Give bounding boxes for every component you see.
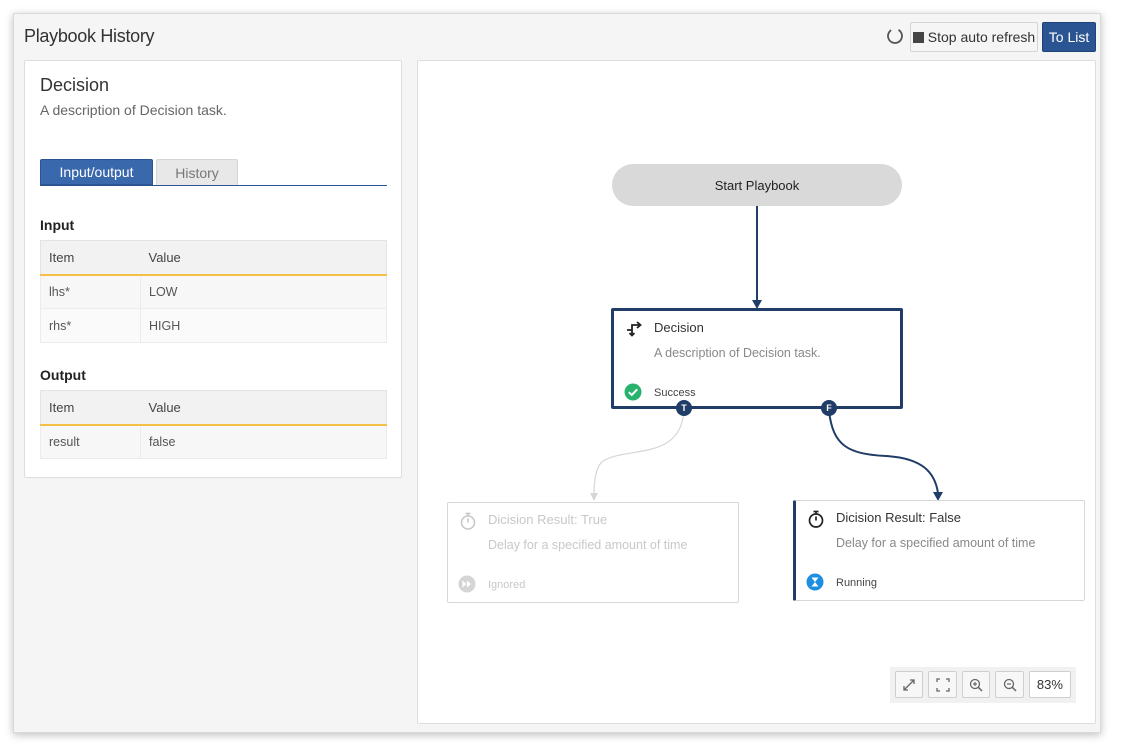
true-node-status: Ignored <box>488 579 526 591</box>
true-node-title: Dicision Result: True <box>488 512 608 527</box>
stopwatch-icon <box>460 512 476 530</box>
output-item-cell: result <box>40 424 141 459</box>
input-item-cell: rhs* <box>40 308 141 343</box>
input-header-value: Value <box>140 240 387 276</box>
output-header-item: Item <box>40 390 141 426</box>
output-header-value: Value <box>140 390 387 426</box>
stop-icon <box>912 31 924 43</box>
decision-branch-icon <box>627 321 642 337</box>
input-section-label: Input <box>40 217 75 233</box>
playbook-history-window: Playbook History Stop auto refresh To Li… <box>13 13 1101 733</box>
fast-forward-icon <box>458 575 476 593</box>
zoom-out-icon <box>1003 678 1017 692</box>
zoom-in-icon <box>969 678 983 692</box>
zoom-out-button[interactable] <box>995 671 1024 698</box>
task-title: Decision <box>40 75 110 95</box>
output-section-label: Output <box>40 367 86 383</box>
expand-icon <box>903 678 915 691</box>
flow-edges <box>590 206 943 501</box>
edge-false-branch-arrow <box>933 492 943 501</box>
input-item-cell: lhs* <box>40 274 141 309</box>
table-row: lhs* LOW <box>40 274 387 309</box>
check-circle-icon <box>624 383 642 401</box>
input-value-cell: LOW <box>140 274 387 309</box>
decision-result-false-node[interactable]: Dicision Result: False Delay for a speci… <box>793 500 1085 601</box>
edge-true-branch <box>593 410 685 495</box>
window-title: Playbook History <box>24 26 155 46</box>
decision-node-title: Decision <box>654 320 704 335</box>
edge-true-branch-arrow <box>590 493 598 501</box>
decision-result-true-node[interactable]: Dicision Result: True Delay for a specif… <box>447 502 739 603</box>
tab-input-output[interactable]: Input/output <box>40 159 153 185</box>
input-table: Item Value lhs* LOW rhs* HIGH <box>40 240 387 343</box>
input-value-cell: HIGH <box>140 308 387 343</box>
task-detail-panel: Decision A description of Decision task.… <box>24 60 402 478</box>
edge-start-decision-arrow <box>752 300 762 309</box>
decision-node-status: Success <box>654 387 696 399</box>
flow-canvas[interactable]: Start Playbook Decision A description of… <box>417 60 1096 724</box>
edge-false-branch <box>828 410 939 494</box>
zoom-level-display: 83% <box>1028 671 1071 698</box>
stop-auto-refresh-label: Stop auto refresh <box>927 29 1036 45</box>
hourglass-icon <box>806 573 824 591</box>
to-list-button[interactable]: To List <box>1042 22 1096 52</box>
output-table: Item Value result false <box>40 390 387 459</box>
false-port[interactable]: F <box>821 400 837 416</box>
input-header-item: Item <box>40 240 141 276</box>
detail-tabs: Input/output History <box>40 159 387 186</box>
fit-screen-button[interactable] <box>928 671 957 698</box>
output-value-cell: false <box>140 424 387 459</box>
true-node-description: Delay for a specified amount of time <box>488 538 688 552</box>
task-description: A description of Decision task. <box>40 102 227 118</box>
decision-node[interactable]: Decision A description of Decision task.… <box>611 308 903 409</box>
decision-node-description: A description of Decision task. <box>654 346 821 360</box>
false-node-status: Running <box>836 577 877 589</box>
expand-button[interactable] <box>895 671 924 698</box>
fit-screen-icon <box>936 677 950 692</box>
start-playbook-node[interactable]: Start Playbook <box>612 164 902 206</box>
tab-history[interactable]: History <box>156 159 238 185</box>
table-row: result false <box>40 424 387 459</box>
zoom-in-button[interactable] <box>961 671 991 698</box>
false-node-description: Delay for a specified amount of time <box>836 536 1036 550</box>
stop-auto-refresh-button[interactable]: Stop auto refresh <box>910 22 1038 52</box>
false-node-title: Dicision Result: False <box>836 510 961 525</box>
zoom-toolbar: 83% <box>890 667 1076 703</box>
stopwatch-icon <box>808 510 824 528</box>
true-port[interactable]: T <box>676 400 692 416</box>
loading-spinner-icon <box>887 28 903 44</box>
table-row: rhs* HIGH <box>40 308 387 343</box>
